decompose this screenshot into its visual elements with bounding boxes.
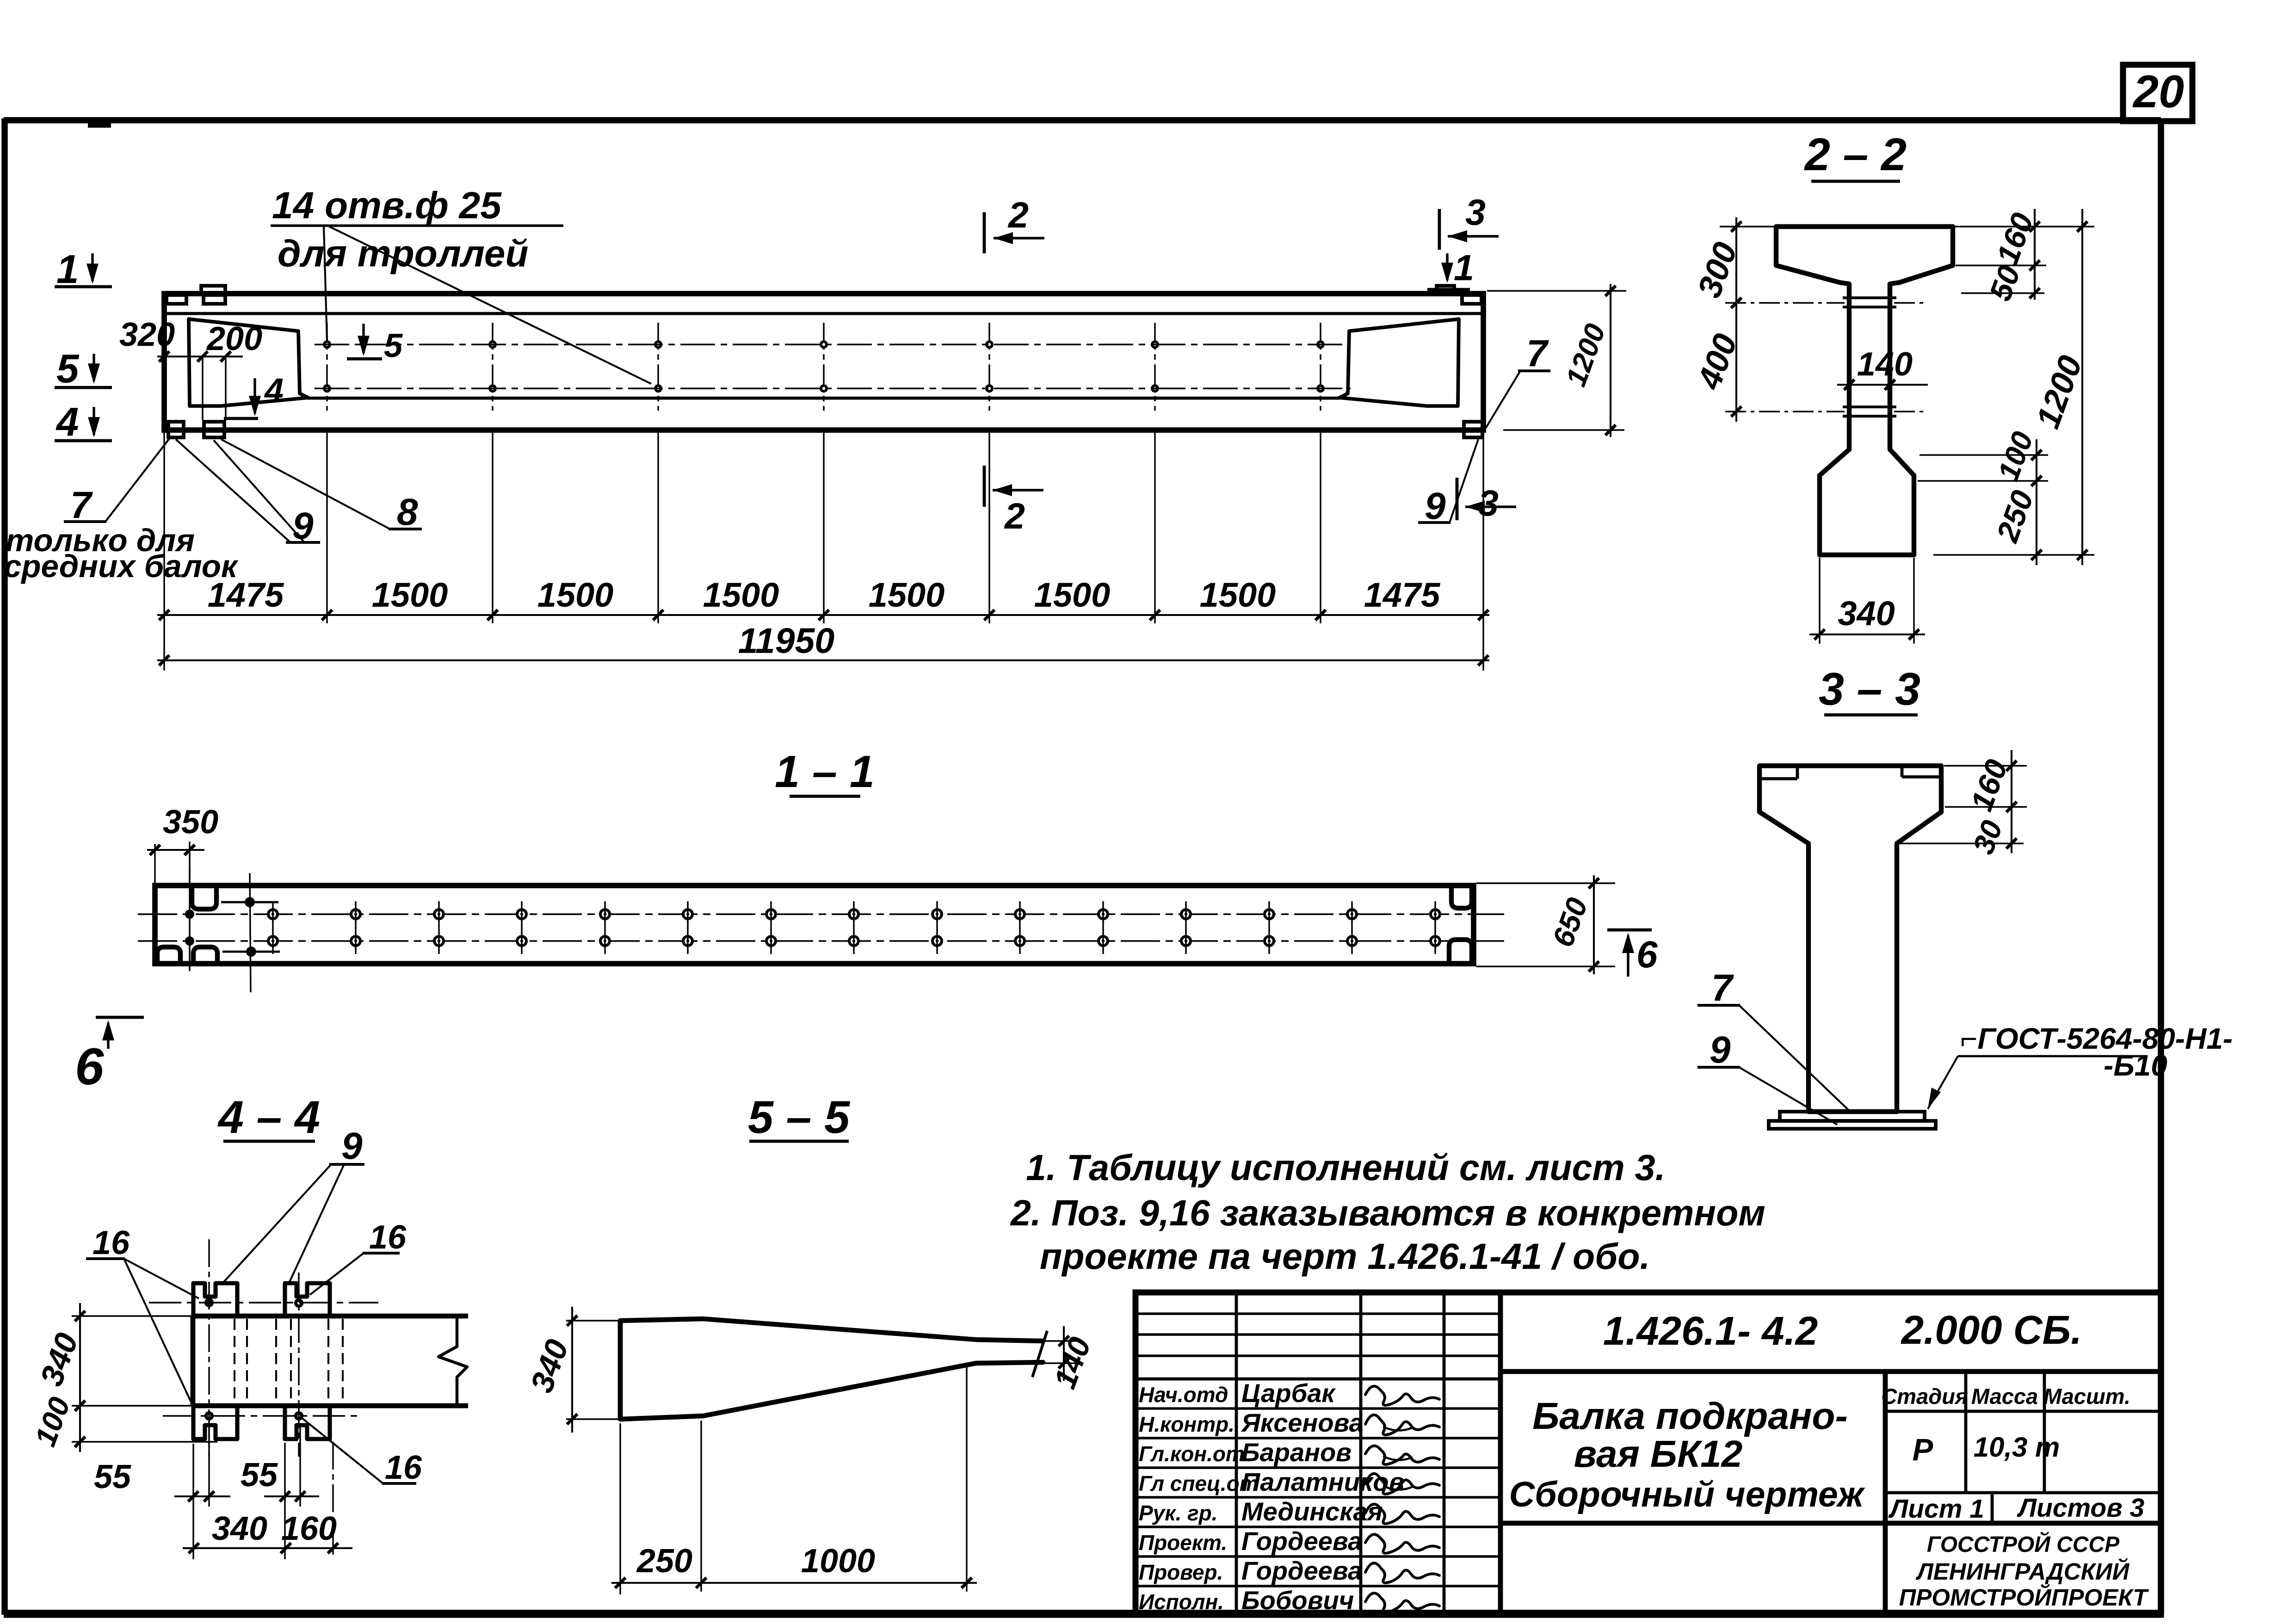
svg-text:Масшт.: Масшт. — [2043, 1384, 2130, 1409]
svg-text:8: 8 — [397, 491, 418, 533]
svg-text:1500: 1500 — [372, 576, 448, 614]
svg-text:Рук. гр.: Рук. гр. — [1139, 1501, 1218, 1525]
svg-text:вая БК12: вая БК12 — [1574, 1433, 1743, 1475]
svg-text:140: 140 — [1857, 346, 1913, 383]
svg-text:4: 4 — [56, 400, 79, 444]
svg-text:Гордеева: Гордеева — [1241, 1526, 1362, 1556]
svg-text:1.426.1- 4.2: 1.426.1- 4.2 — [1603, 1309, 1818, 1353]
svg-text:Царбак: Царбак — [1241, 1378, 1336, 1408]
svg-text:55: 55 — [94, 1458, 131, 1495]
svg-text:Яксенова: Яксенова — [1241, 1408, 1364, 1437]
svg-text:16: 16 — [369, 1219, 407, 1256]
svg-text:2. Поз. 9,16 заказываются в ко: 2. Поз. 9,16 заказываются в конкретном — [1010, 1192, 1765, 1233]
svg-text:1. Таблицу исполнений см. лис: 1. Таблицу исполнений см. лист 3. — [1026, 1147, 1666, 1188]
svg-text:16: 16 — [93, 1224, 130, 1261]
svg-text:2 – 2: 2 – 2 — [1804, 129, 1907, 180]
svg-text:320: 320 — [119, 316, 175, 353]
svg-text:340: 340 — [212, 1510, 267, 1547]
svg-text:Палатников: Палатников — [1241, 1467, 1404, 1496]
svg-text:1000: 1000 — [801, 1543, 875, 1580]
svg-text:проекте па черт 1.426.1-41 / о: проекте па черт 1.426.1-41 / обо. — [1040, 1236, 1650, 1277]
svg-text:Н.контр.: Н.контр. — [1139, 1412, 1234, 1436]
svg-text:9: 9 — [1425, 485, 1446, 527]
svg-text:⌐ГОСТ-5264-80-Н1-: ⌐ГОСТ-5264-80-Н1- — [1960, 1022, 2233, 1055]
svg-text:1 – 1: 1 – 1 — [775, 746, 875, 797]
svg-text:200: 200 — [206, 320, 262, 357]
svg-text:2: 2 — [1004, 495, 1025, 536]
svg-text:Гл.кон.от: Гл.кон.от — [1139, 1442, 1245, 1466]
svg-text:9: 9 — [341, 1125, 363, 1167]
svg-text:1: 1 — [1454, 247, 1474, 288]
svg-text:16: 16 — [385, 1449, 422, 1486]
svg-text:1475: 1475 — [208, 576, 284, 614]
svg-text:10,3 т: 10,3 т — [1974, 1432, 2060, 1463]
svg-text:1500: 1500 — [703, 576, 779, 614]
svg-text:ГОССТРОЙ СССР: ГОССТРОЙ СССР — [1927, 1532, 2120, 1557]
svg-text:Проект.: Проект. — [1139, 1531, 1227, 1555]
svg-text:5 – 5: 5 – 5 — [748, 1091, 851, 1143]
svg-text:7: 7 — [1711, 967, 1734, 1009]
svg-text:Нач.отд: Нач.отд — [1139, 1383, 1228, 1407]
svg-text:55: 55 — [241, 1457, 278, 1494]
svg-text:14 отв.ф 25: 14 отв.ф 25 — [272, 185, 502, 227]
svg-text:только для: только для — [6, 523, 195, 558]
svg-text:1500: 1500 — [537, 576, 614, 614]
svg-text:160: 160 — [281, 1510, 337, 1547]
svg-text:Провер.: Провер. — [1139, 1560, 1223, 1584]
svg-text:6: 6 — [1636, 934, 1658, 976]
svg-text:Баранов: Баранов — [1241, 1438, 1352, 1467]
svg-text:средних балок: средних балок — [4, 548, 239, 584]
svg-text:Гл спец.от: Гл спец.от — [1139, 1471, 1259, 1495]
svg-text:340: 340 — [1838, 594, 1895, 633]
svg-text:11950: 11950 — [738, 621, 835, 661]
svg-text:250: 250 — [636, 1543, 692, 1580]
svg-text:ЛЕНИНГРАДСКИЙ: ЛЕНИНГРАДСКИЙ — [1915, 1557, 2130, 1585]
svg-text:2.000 СБ.: 2.000 СБ. — [1901, 1308, 2082, 1353]
svg-text:5: 5 — [56, 346, 80, 391]
svg-text:350: 350 — [163, 804, 218, 841]
svg-text:7: 7 — [1526, 332, 1549, 375]
svg-text:Масса: Масса — [1971, 1384, 2038, 1409]
svg-text:1500: 1500 — [869, 576, 945, 614]
svg-text:Р: Р — [1913, 1433, 1933, 1467]
svg-text:Сборочный чертеж: Сборочный чертеж — [1509, 1475, 1865, 1514]
svg-text:1500: 1500 — [1034, 576, 1111, 614]
svg-text:3: 3 — [1465, 191, 1486, 233]
svg-text:9: 9 — [1710, 1029, 1731, 1071]
svg-text:ПРОМСТРОЙПРОЕКТ: ПРОМСТРОЙПРОЕКТ — [1899, 1583, 2149, 1611]
svg-text:1: 1 — [56, 247, 79, 292]
svg-text:6: 6 — [75, 1038, 104, 1095]
svg-text:Гордеева: Гордеева — [1241, 1556, 1362, 1585]
svg-text:Лист 1: Лист 1 — [1888, 1494, 1984, 1524]
svg-text:Стадия: Стадия — [1881, 1384, 1968, 1409]
svg-text:Листов 3: Листов 3 — [2017, 1493, 2145, 1523]
svg-text:3: 3 — [1478, 482, 1499, 523]
svg-text:Бобович: Бобович — [1241, 1586, 1354, 1615]
svg-text:20: 20 — [2132, 66, 2184, 117]
svg-text:Исполн.: Исполн. — [1139, 1590, 1224, 1614]
svg-text:7: 7 — [70, 484, 93, 526]
svg-text:1500: 1500 — [1200, 576, 1276, 614]
svg-text:-Б10: -Б10 — [2104, 1049, 2167, 1082]
svg-text:4: 4 — [264, 371, 284, 410]
svg-text:4 – 4: 4 – 4 — [217, 1091, 320, 1143]
svg-text:Мединская: Мединская — [1241, 1497, 1383, 1526]
svg-text:для троллей: для троллей — [278, 233, 529, 275]
svg-text:5: 5 — [384, 327, 403, 364]
svg-text:3 – 3: 3 – 3 — [1819, 663, 1920, 714]
svg-text:Балка подкрано-: Балка подкрано- — [1532, 1395, 1848, 1437]
svg-text:1475: 1475 — [1364, 576, 1441, 614]
svg-text:2: 2 — [1007, 194, 1029, 235]
